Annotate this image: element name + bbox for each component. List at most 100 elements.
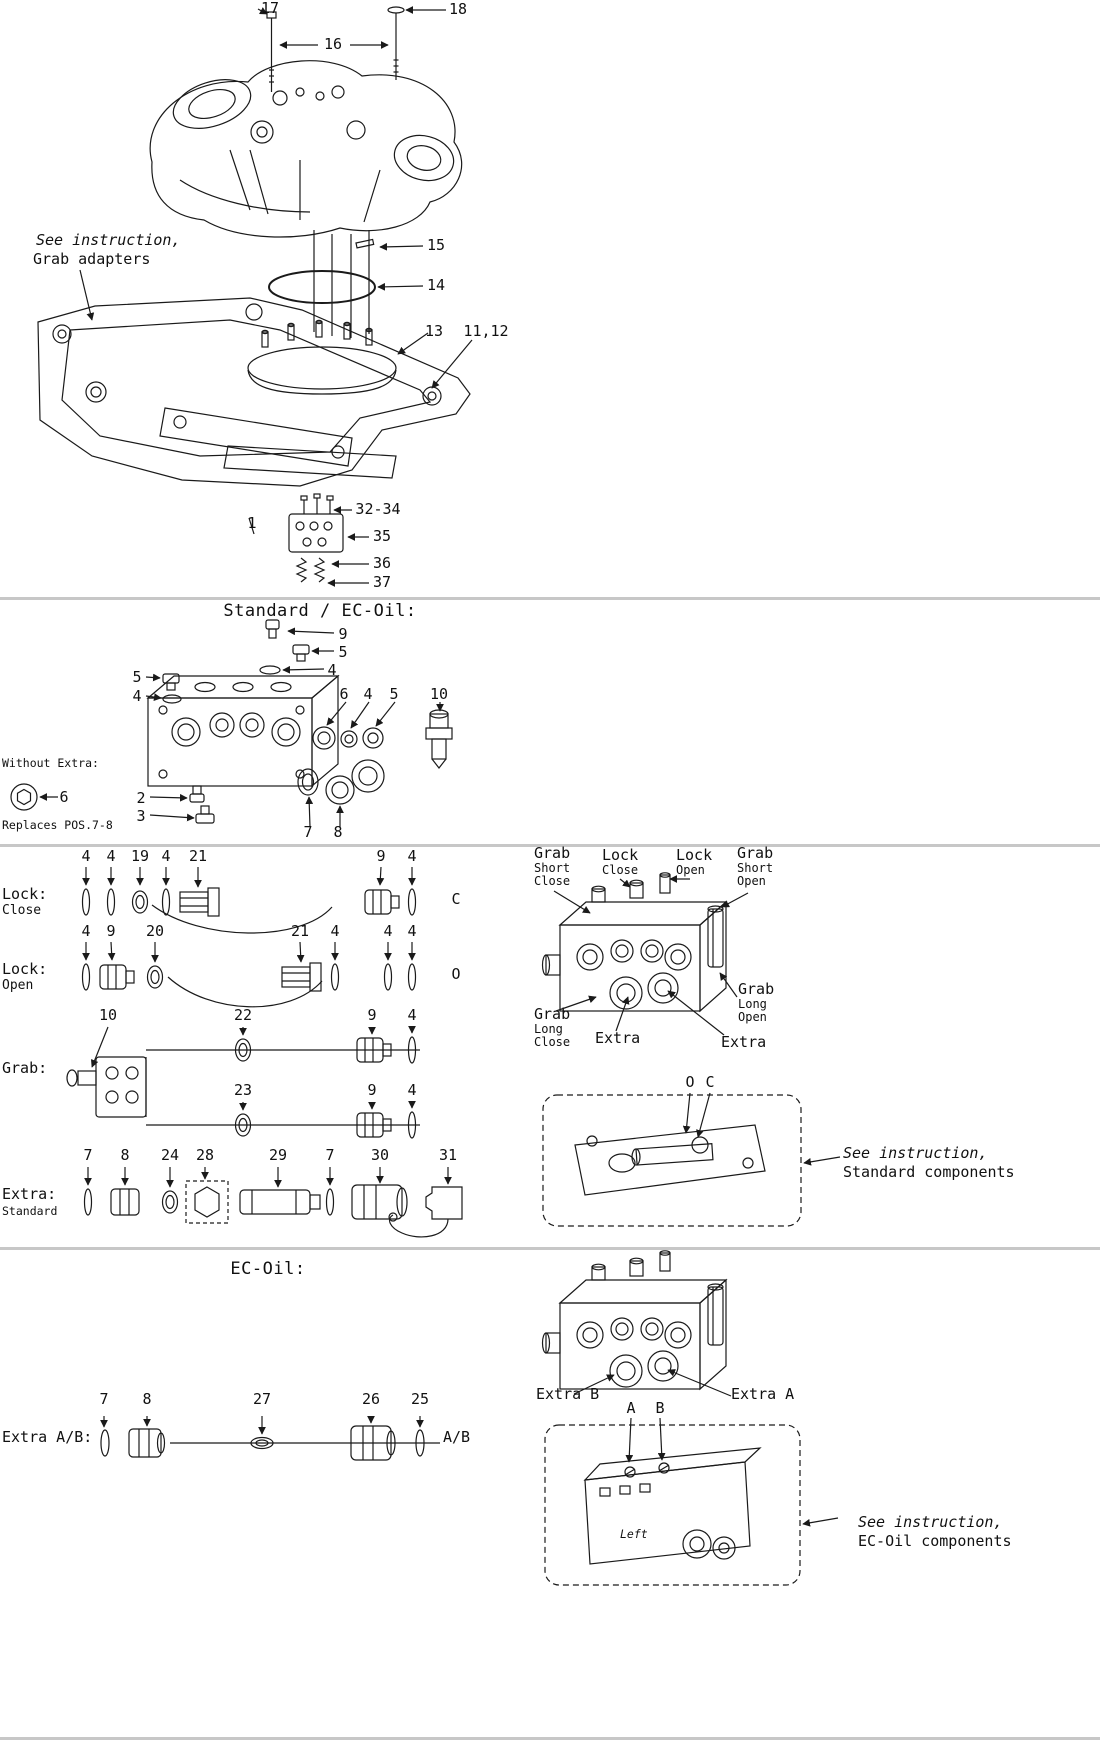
- callout-lo-3: 20: [145, 922, 165, 940]
- callout-lc-4: 4: [161, 847, 171, 865]
- callout-11-12: 11,12: [463, 322, 509, 340]
- callout-ex-1: 7: [83, 1146, 93, 1164]
- callout-std-5b: 5: [132, 668, 142, 686]
- row-label-grab: Grab:: [2, 1059, 48, 1077]
- port-letter-b: B: [655, 1399, 665, 1417]
- callout-eab-4: 26: [361, 1390, 381, 1408]
- callout-lo-4: 21: [290, 922, 310, 940]
- callout-we-6: 6: [59, 788, 69, 806]
- plug-9: [265, 619, 280, 639]
- leader-lines-top: [79, 6, 473, 587]
- ecoil-instruction-figure: [544, 1424, 839, 1586]
- callout-gr-6: 9: [367, 1081, 377, 1099]
- label-extra-a: Extra A: [731, 1385, 795, 1403]
- callout-std-4c: 4: [363, 685, 373, 703]
- label-extra-right: Extra: [721, 1033, 767, 1051]
- callout-1: 1: [247, 514, 257, 532]
- row-extra-standard: [83, 1180, 463, 1238]
- callout-ex-3: 24: [160, 1146, 180, 1164]
- callout-std-5c: 5: [389, 685, 399, 703]
- callout-gr-7: 4: [407, 1081, 417, 1099]
- plug-2: [189, 785, 205, 803]
- callout-std-4a: 4: [327, 661, 337, 679]
- callout-std-5a: 5: [338, 643, 348, 661]
- ecoil-instruction-line1: See instruction,: [858, 1513, 1003, 1531]
- callout-13: 13: [424, 322, 444, 340]
- callout-14: 14: [426, 276, 446, 294]
- ecoil-instruction-line2: EC-Oil components: [858, 1532, 1012, 1550]
- row-label-extra: Extra:: [2, 1185, 57, 1203]
- callout-ex-2: 8: [120, 1146, 130, 1164]
- row-label-extra-ab: Extra A/B:: [2, 1428, 93, 1446]
- callout-lo-6: 4: [383, 922, 393, 940]
- bolt-17: [266, 11, 277, 92]
- row-sublabel-open: Open: [2, 978, 34, 993]
- valve-label-leaders: [553, 875, 749, 1036]
- leader-lines-standard: [39, 627, 444, 828]
- callout-ex-8: 31: [438, 1146, 458, 1164]
- callout-lc-2: 4: [106, 847, 116, 865]
- section-divider-1: [0, 597, 1100, 600]
- row-label-lock-open: Lock:: [2, 960, 48, 978]
- ecoil-title: EC-Oil:: [230, 1259, 306, 1279]
- callout-15: 15: [426, 236, 446, 254]
- callout-17: 17: [260, 0, 280, 17]
- callout-gr-4: 4: [407, 1006, 417, 1024]
- callout-35: 35: [372, 527, 392, 545]
- port-letter-o-inset: O: [685, 1073, 695, 1091]
- row-label-lock-close: Lock:: [2, 885, 48, 903]
- coupler-face: [351, 759, 385, 793]
- row-extra-ab: [100, 1415, 440, 1461]
- callout-ex-6: 7: [325, 1146, 335, 1164]
- section-divider-3: [0, 1247, 1100, 1250]
- section-divider-bottom: [0, 1737, 1100, 1740]
- port-letter-a: A: [626, 1399, 636, 1417]
- row-callout-leaders: [82, 866, 452, 1188]
- plug-5a: [292, 644, 310, 662]
- cap-31: [388, 1186, 463, 1238]
- callout-gr-3: 9: [367, 1006, 377, 1024]
- callout-std-8: 8: [333, 823, 343, 841]
- callout-37: 37: [372, 573, 392, 591]
- port-letter-o: O: [451, 965, 461, 983]
- callout-eab-2: 8: [142, 1390, 152, 1408]
- without-extra-label: Without Extra:: [2, 756, 99, 770]
- row-lock-close: [81, 887, 417, 934]
- row-sublabel-close: Close: [2, 903, 42, 918]
- callout-lc-3: 19: [130, 847, 150, 865]
- section-divider-2: [0, 844, 1100, 847]
- plug-8: [325, 775, 355, 805]
- callout-eab-5: 25: [410, 1390, 430, 1408]
- callout-gr-1: 10: [98, 1006, 118, 1024]
- standard-ecoil-title: Standard / EC-Oil:: [223, 601, 417, 621]
- callout-std-9: 9: [338, 625, 348, 643]
- seal-4c: [340, 730, 358, 748]
- callout-lo-1: 4: [81, 922, 91, 940]
- row-lock-open: [81, 962, 417, 1008]
- note-see-instruction: See instruction,: [36, 231, 181, 249]
- row-sublabel-standard: Standard: [2, 1204, 58, 1218]
- nut-28: [185, 1180, 229, 1224]
- bolt-18: [387, 6, 405, 80]
- port-letter-c-inset: C: [705, 1073, 715, 1091]
- plug-5b: [162, 673, 180, 691]
- coupler-30: [351, 1184, 408, 1220]
- callout-lc-6: 9: [376, 847, 386, 865]
- std-instruction-figure: [542, 1092, 841, 1227]
- ecoil-drawing: [100, 1250, 839, 1586]
- grab-assembly: [66, 1036, 420, 1139]
- port-letter-c: C: [451, 890, 461, 908]
- std-instruction-line1: See instruction,: [843, 1144, 988, 1162]
- grab-adapter-frame: [37, 297, 471, 487]
- callout-lc-7: 4: [407, 847, 417, 865]
- main-assembly-drawing: [37, 6, 473, 587]
- callout-32-34: 32-34: [355, 500, 401, 518]
- replaces-pos-label: Replaces POS.7-8: [2, 818, 113, 832]
- callout-eab-3: 27: [252, 1390, 272, 1408]
